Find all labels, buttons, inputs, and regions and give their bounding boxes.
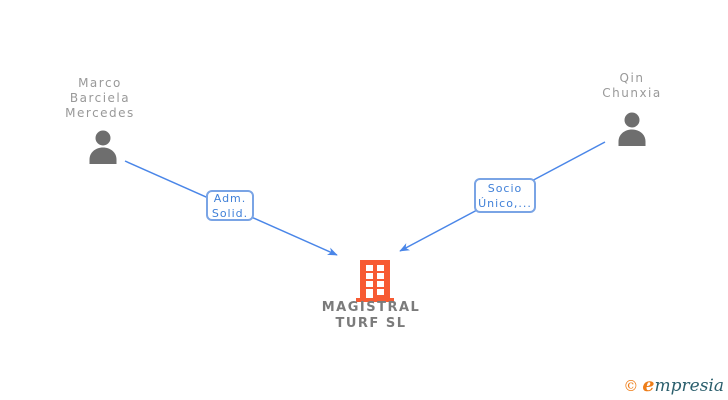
edge-label-text: Adm. Solid.	[211, 191, 249, 220]
edge-label-socio-unico[interactable]: Socio Único,...	[474, 178, 536, 213]
brand-initial: e	[642, 374, 655, 396]
person-icon	[88, 130, 118, 168]
company-node-magistral[interactable]	[356, 260, 394, 302]
copyright-icon: ©	[623, 377, 639, 395]
person-icon	[617, 112, 647, 150]
building-icon	[356, 260, 394, 306]
person-node-marco[interactable]	[88, 130, 118, 164]
person-node-qin[interactable]	[617, 112, 647, 146]
empresia-logo[interactable]: ©empresia	[623, 374, 724, 396]
brand-rest: mpresia	[654, 376, 725, 396]
edge-label-adm-solid[interactable]: Adm. Solid.	[206, 190, 254, 221]
company-name: MAGISTRAL TURF SL	[321, 300, 421, 331]
person-name-marco: Marco Barciela Mercedes	[65, 76, 135, 120]
person-name-qin: Qin Chunxia	[602, 71, 662, 100]
edge-label-text: Socio Único,...	[478, 181, 532, 210]
